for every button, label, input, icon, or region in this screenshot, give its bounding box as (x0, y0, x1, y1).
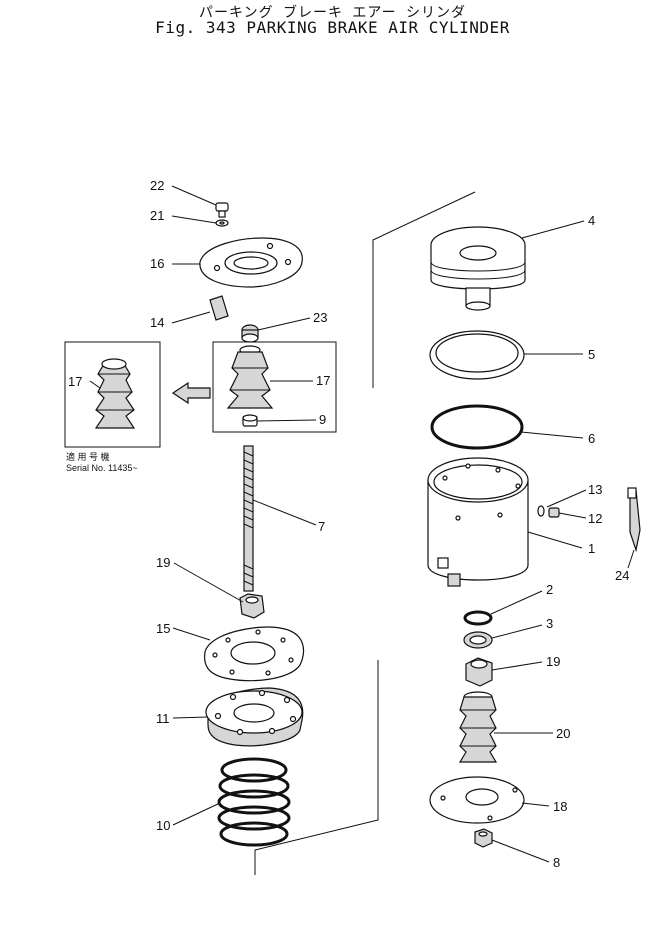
inset-applicable-label: 適 用 号 機 (66, 451, 110, 462)
callout-1: 1 (588, 541, 595, 556)
callout-8: 8 (553, 855, 560, 870)
assembly-bracket-lines (254, 191, 476, 875)
part-16-plate (199, 237, 303, 288)
callout-23: 23 (313, 310, 327, 325)
callout-3: 3 (546, 616, 553, 631)
callout-14: 14 (150, 315, 164, 330)
callout-4: 4 (588, 213, 595, 228)
part-21-washer (215, 219, 229, 227)
callout-16: 16 (150, 256, 164, 271)
part-12-plug (548, 507, 560, 518)
callout-24: 24 (615, 568, 629, 583)
part-19-nut-left (239, 593, 265, 619)
part-5-ring (429, 330, 525, 380)
inset-serial-label: Serial No. 11435~ (66, 463, 138, 473)
callout-11: 11 (156, 711, 170, 726)
part-7-rod (243, 445, 254, 592)
callout-22: 22 (150, 178, 164, 193)
figure-title-japanese: パーキング ブレーキ エアー シリンダ (198, 5, 467, 21)
boot-assembly-box (212, 341, 337, 433)
part-11-spring-seat (205, 687, 304, 747)
part-6-o-ring (430, 404, 524, 450)
callout-20: 20 (556, 726, 570, 741)
callout-9: 9 (319, 412, 326, 427)
callout-10: 10 (156, 818, 170, 833)
callout-7: 7 (318, 519, 325, 534)
callout-5: 5 (588, 347, 595, 362)
callout-15: 15 (156, 621, 170, 636)
inset-detail-box (64, 341, 161, 448)
callout-13: 13 (588, 482, 602, 497)
callout-2: 2 (546, 582, 553, 597)
part-3-washer (463, 631, 493, 649)
part-22-bolt (215, 202, 229, 218)
part-9-nut (242, 414, 258, 427)
leader-lines (89, 185, 635, 863)
callout-19-left: 19 (156, 555, 170, 570)
part-4-piston (430, 226, 526, 311)
callout-17-inset: 17 (68, 374, 82, 389)
callout-19-right: 19 (546, 654, 560, 669)
callout-17-main: 17 (316, 373, 330, 388)
reference-arrow (171, 381, 211, 405)
callout-6: 6 (588, 431, 595, 446)
part-15-flange (203, 626, 304, 682)
part-8-nut (474, 828, 493, 848)
part-23-nut (241, 324, 259, 343)
part-19-nut-right (465, 657, 493, 687)
part-24-tool (627, 487, 641, 553)
part-2-o-ring (463, 610, 493, 626)
part-10-spring (217, 757, 291, 847)
part-13-washer (537, 505, 545, 517)
callout-12: 12 (588, 511, 602, 526)
callout-21: 21 (150, 208, 164, 223)
part-20-boot (458, 691, 498, 763)
figure-title: Fig. 343 PARKING BRAKE AIR CYLINDER (155, 18, 510, 37)
part-17-boot (226, 345, 274, 409)
part-14-block (209, 295, 229, 321)
part-18-plate (429, 776, 525, 824)
part-1-cylinder (427, 457, 529, 587)
callout-18: 18 (553, 799, 567, 814)
